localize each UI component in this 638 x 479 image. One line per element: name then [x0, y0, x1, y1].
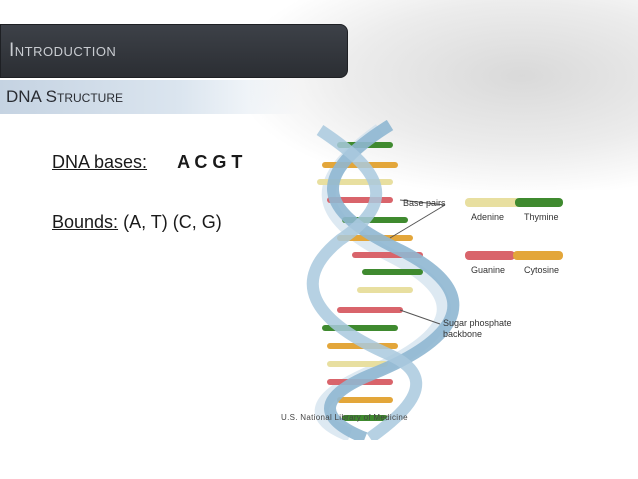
- backbone-label-line1: Sugar phosphate: [443, 318, 512, 328]
- dna-diagram: Base pairs Adenine Thymine Guanine Cytos…: [270, 119, 600, 444]
- bounds-label: Bounds:: [52, 212, 119, 232]
- bounds-value: (A, T) (C, G): [123, 212, 222, 232]
- image-credit: U.S. National Library of Medicine: [281, 413, 408, 422]
- legend-guanine: Guanine: [471, 265, 506, 275]
- bounds-line: Bounds: (A, T) (C, G): [52, 212, 222, 233]
- dna-helix-illustration: [306, 119, 563, 444]
- backbone-label-line2: backbone: [443, 329, 483, 339]
- base-pairs-label: Base pairs: [403, 198, 446, 208]
- subtitle-bar: DNA Structure: [0, 80, 300, 114]
- legend-cytosine: Cytosine: [524, 265, 560, 275]
- legend-thymine: Thymine: [524, 212, 559, 222]
- title-bar: Introduction: [0, 24, 348, 78]
- bases-label: DNA bases:: [52, 152, 148, 172]
- legend-adenine: Adenine: [471, 212, 505, 222]
- bases-value: A C G T: [177, 152, 243, 172]
- slide-subtitle: DNA Structure: [6, 87, 124, 106]
- bases-line: DNA bases: A C G T: [52, 152, 242, 173]
- slide-title: Introduction: [9, 40, 117, 61]
